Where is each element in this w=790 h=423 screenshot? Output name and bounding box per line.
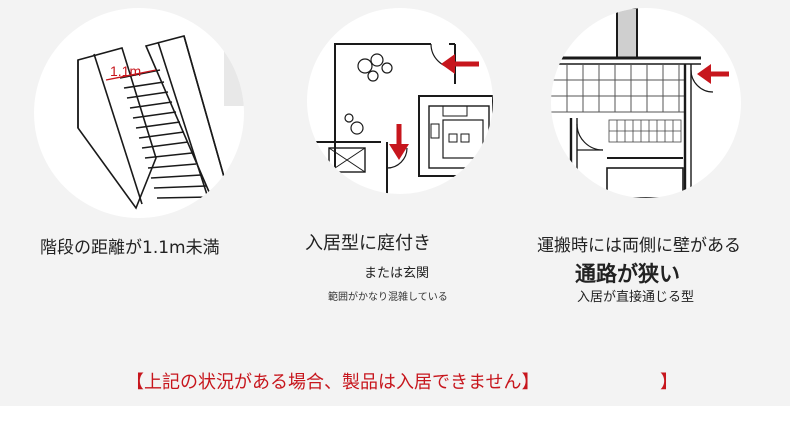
entrance-floorplan-illustration [307,8,493,194]
stairs-illustration: 1.1m [34,8,244,218]
entrance-note: 範囲がかなり混雑している [328,292,448,303]
corridor-floorplan-illustration [551,8,741,198]
entrance-title: 入居型に庭付き [305,233,431,254]
stairs-measurement-label: 1.1m [110,63,141,79]
entrance-floorplan-drawing [307,43,493,194]
corridor-caption-line1: 運搬時には両側に壁がある [537,236,741,256]
content-panel: 1.1m [0,0,790,406]
stairs-caption: 階段の距離が1.1m未満 [40,238,220,258]
entrance-subtitle: または玄関 [364,266,430,281]
corridor-floorplan-drawing [551,8,729,198]
stairs-drawing: 1.1m [77,8,244,210]
warning-notice: 【上記の状況がある場合、製品は入居できません】 [126,372,540,393]
corridor-caption-line2: 通路が狭い [575,262,680,286]
notice-trailing-bracket: 】 [660,372,678,393]
corridor-caption-line3: 入居が直接通じる型 [577,290,695,305]
